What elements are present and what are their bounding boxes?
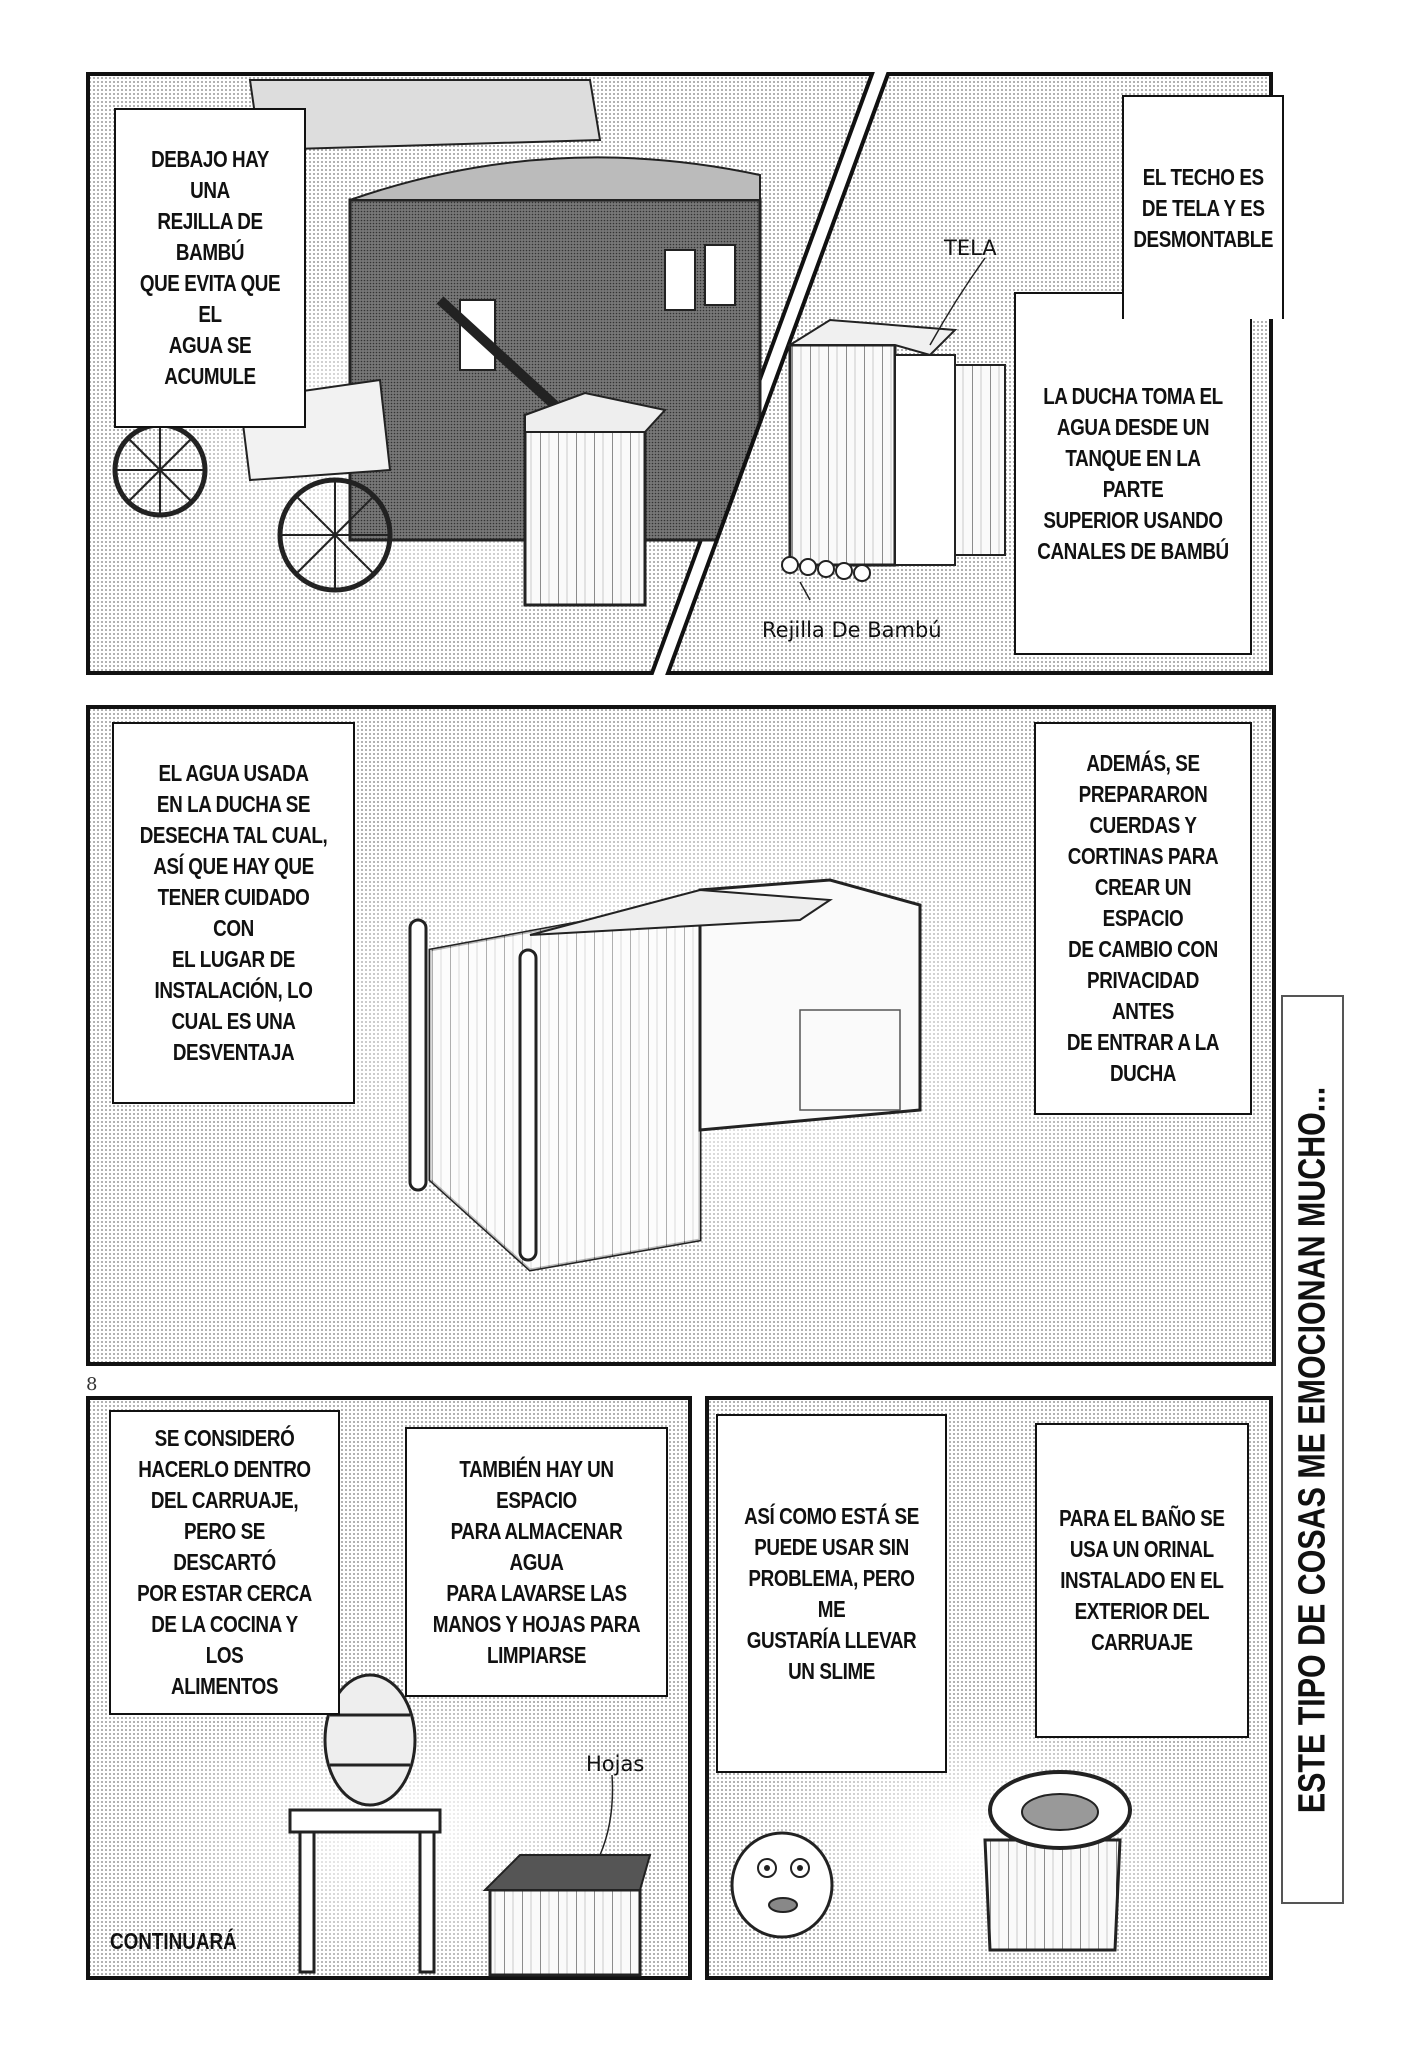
caption-text: LA DUCHA TOMA EL AGUA DESDE UN TANQUE EN… — [1037, 382, 1229, 564]
page-number: 8 — [86, 1374, 98, 1395]
caption-text: DEBAJO HAY UNA REJILLA DE BAMBÚ QUE EVIT… — [139, 146, 281, 389]
caption-box-grate: DEBAJO HAY UNA REJILLA DE BAMBÚ QUE EVIT… — [114, 108, 306, 428]
caption-box-drainage: EL AGUA USADA EN LA DUCHA SE DESECHA TAL… — [112, 722, 355, 1104]
caption-box-inside-carriage: SE CONSIDERÓ HACERLO DENTRO DEL CARRUAJE… — [109, 1410, 340, 1715]
caption-text: EL AGUA USADA EN LA DUCHA SE DESECHA TAL… — [139, 760, 328, 1065]
side-caption-box: ESTE TIPO DE COSAS ME EMOCIONAN MUCHO... — [1281, 995, 1344, 1904]
label-cloth: TELA — [944, 236, 997, 260]
caption-box-slime: ASÍ COMO ESTÁ SE PUEDE USAR SIN PROBLEMA… — [716, 1414, 947, 1773]
caption-box-chamber-pot: PARA EL BAÑO SE USA UN ORINAL INSTALADO … — [1035, 1423, 1249, 1738]
caption-text: ADEMÁS, SE PREPARARON CUERDAS Y CORTINAS… — [1066, 750, 1220, 1086]
label-bamboo-grate: Rejilla De Bambú — [762, 618, 942, 642]
label-leaves: Hojas — [586, 1752, 645, 1776]
caption-text: TAMBIÉN HAY UN ESPACIO PARA ALMACENAR AG… — [432, 1455, 641, 1668]
caption-text: ASÍ COMO ESTÁ SE PUEDE USAR SIN PROBLEMA… — [744, 1502, 919, 1684]
caption-box-roof: EL TECHO ES DE TELA Y ES DESMONTABLE — [1122, 95, 1284, 319]
caption-text: PARA EL BAÑO SE USA UN ORINAL INSTALADO … — [1059, 1505, 1225, 1655]
slime — [730, 1831, 834, 1939]
caption-box-curtains: ADEMÁS, SE PREPARARON CUERDAS Y CORTINAS… — [1034, 722, 1252, 1115]
continued-label: CONTINUARÁ — [110, 1928, 237, 1954]
side-caption-text: ESTE TIPO DE COSAS ME EMOCIONAN MUCHO... — [1291, 1086, 1333, 1813]
caption-text: EL TECHO ES DE TELA Y ES DESMONTABLE — [1133, 163, 1273, 252]
caption-box-water-storage: TAMBIÉN HAY UN ESPACIO PARA ALMACENAR AG… — [405, 1427, 668, 1697]
caption-box-shower-source: LA DUCHA TOMA EL AGUA DESDE UN TANQUE EN… — [1014, 292, 1252, 655]
caption-text: SE CONSIDERÓ HACERLO DENTRO DEL CARRUAJE… — [137, 1425, 312, 1699]
